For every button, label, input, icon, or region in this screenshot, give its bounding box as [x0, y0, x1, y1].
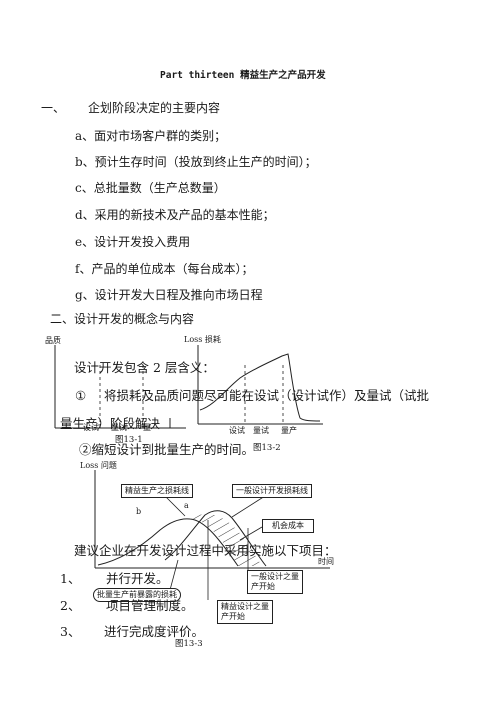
- fig3-label-general: 一般设计开发损耗线: [232, 484, 312, 498]
- fig2-caption: 图13-2: [253, 443, 281, 453]
- section1-heading: 企划阶段决定的主要内容: [88, 101, 221, 115]
- fig3-label-opportunity: 机会成本: [262, 519, 314, 533]
- section2-heading: 二、设计开发的概念与内容: [50, 312, 195, 326]
- fig3-lean-start-line1: 精益设计之量: [221, 602, 269, 611]
- fig2-xlabel: 量产: [281, 426, 297, 435]
- fig1-caption: 图13-1: [115, 435, 143, 445]
- fig3-general-start-line2: 产开始: [251, 582, 275, 591]
- fig3-lean-start-line2: 产开始: [221, 612, 245, 621]
- list-item: a、面对市场客户群的类别；: [75, 129, 227, 143]
- paragraph: 将损耗及品质问题尽可能在设试（设计试作）及量试（试批: [104, 388, 430, 403]
- fig1-ylabel: 品质: [45, 336, 61, 345]
- paragraph: 设计开发包含 2 层含义：: [74, 360, 215, 375]
- fig1-xlabel: 设试: [83, 423, 99, 432]
- list-item: g、设计开发大日程及推向市场日程: [75, 288, 263, 302]
- list-item: b、预计生存时间（投放到终止生产的时间）；: [75, 155, 317, 169]
- paragraph: 建议企业在开发设计过程中采用实施以下项目：: [74, 543, 337, 558]
- fig3-caption: 图13-3: [175, 639, 203, 649]
- fig3-label-batch-loss: 批量生产前暴露的损耗: [93, 588, 181, 602]
- list-item-number: 2、: [60, 598, 81, 613]
- list-item: f、产品的单位成本（每台成本）；: [75, 262, 254, 276]
- fig3-label-b: b: [136, 507, 142, 516]
- fig2-xlabel: 量试: [253, 426, 269, 435]
- section1-number: 一、: [41, 101, 66, 115]
- list-item: e、设计开发投入费用: [75, 235, 191, 249]
- fig1-xlabel: 量试: [111, 423, 127, 432]
- fig2-ylabel: Loss 损耗: [184, 335, 221, 344]
- fig3-label-lean-start: 精益设计之量 产开始: [217, 600, 273, 624]
- fig3-xlabel: 时间: [318, 557, 334, 566]
- list-item: 并行开发。: [106, 571, 169, 586]
- list-item-number: 3、: [60, 624, 81, 639]
- fig3-general-start-line1: 一般设计之量: [251, 572, 299, 581]
- fig3-label-a: a: [184, 501, 189, 510]
- fig3-label-lean: 精益生产之损耗线: [121, 484, 193, 498]
- list-item: c、总批量数（生产总数量）: [75, 181, 226, 195]
- list-item: 项目管理制度。: [106, 598, 194, 613]
- page-title: Part thirteen 精益生产之产品开发: [160, 70, 326, 81]
- fig3-ylabel: Loss 问题: [80, 461, 117, 470]
- paragraph-marker: ①: [75, 388, 87, 403]
- fig2-xlabel: 设试: [229, 426, 245, 435]
- list-item-number: 1、: [60, 571, 81, 586]
- list-item: d、采用的新技术及产品的基本性能；: [75, 208, 275, 222]
- paragraph: 量生产）阶段解决: [60, 416, 161, 431]
- fig3-label-general-start: 一般设计之量 产开始: [247, 570, 303, 594]
- list-item: 进行完成度评价。: [104, 624, 205, 639]
- paragraph: ②缩短设计到批量生产的时间。: [79, 442, 255, 457]
- fig1-xlabel: 量: [143, 423, 151, 432]
